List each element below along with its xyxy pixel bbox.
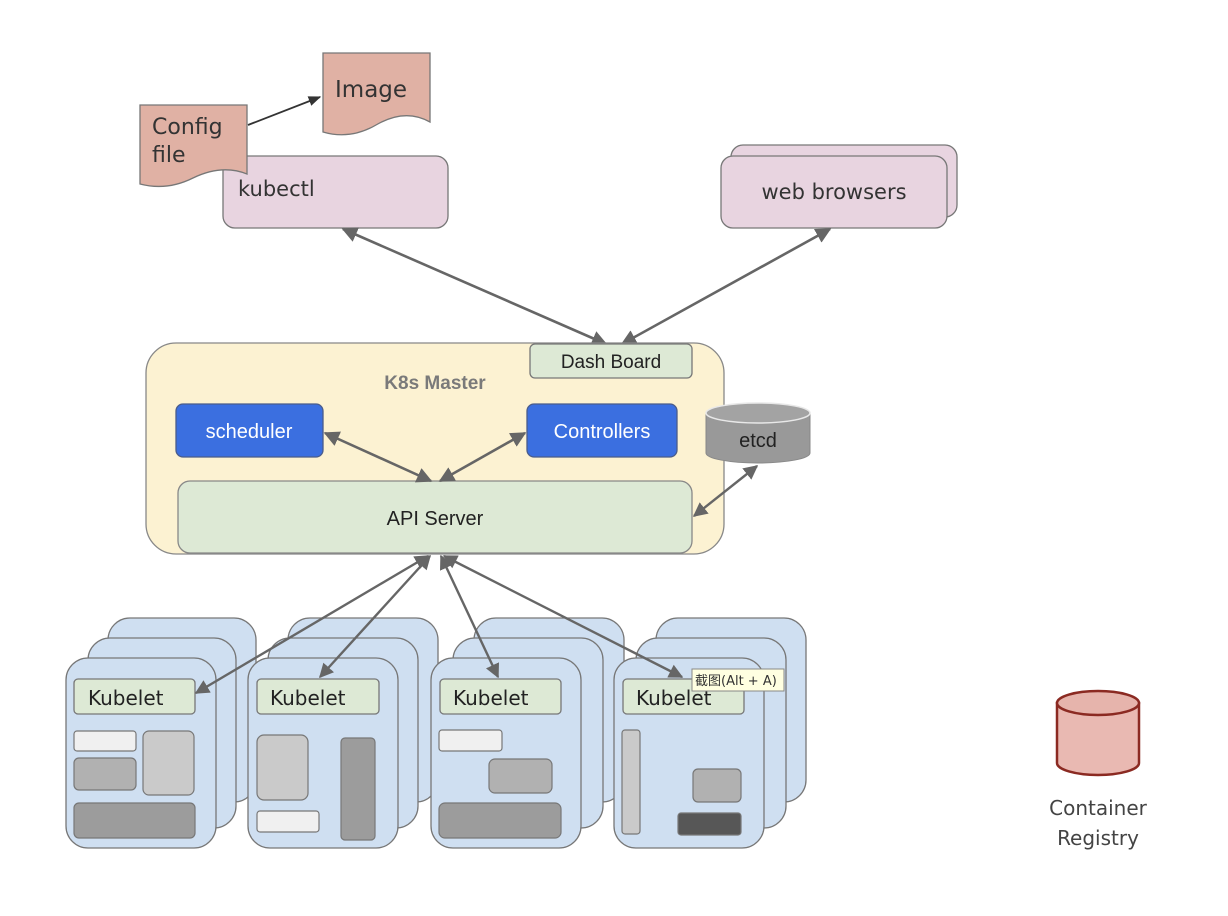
kubelet-box[interactable]: Kubelet bbox=[73, 678, 196, 715]
container-registry[interactable] bbox=[1055, 689, 1141, 777]
scheduler-label: scheduler bbox=[206, 421, 293, 443]
config-label-line1: Config bbox=[152, 115, 223, 140]
pod-block bbox=[73, 757, 137, 791]
controllers-api-arrow bbox=[438, 431, 527, 483]
config-file-document: Config file bbox=[139, 104, 248, 188]
pod-block bbox=[340, 737, 376, 841]
pod-block bbox=[621, 729, 641, 835]
tooltip-text: 截图(Alt + A) bbox=[695, 674, 777, 689]
kubelet-label: Kubelet bbox=[270, 686, 346, 710]
pod-block bbox=[438, 802, 562, 839]
pod-block bbox=[438, 729, 503, 752]
etcd-api-arrow bbox=[692, 465, 759, 517]
kubectl-box[interactable]: kubectl bbox=[222, 155, 449, 229]
scheduler-api-arrow bbox=[323, 431, 433, 483]
api-server-box[interactable]: API Server bbox=[177, 480, 693, 554]
dashboard-label: Dash Board bbox=[561, 352, 661, 373]
pod-block bbox=[677, 812, 742, 836]
browsers-dashboard-arrow bbox=[620, 227, 832, 346]
kubectl-dashboard-arrow bbox=[341, 227, 608, 346]
pod-block bbox=[488, 758, 553, 794]
api-server-label: API Server bbox=[387, 508, 484, 530]
kubelet-box[interactable]: Kubelet bbox=[256, 678, 380, 715]
kubelet-label: Kubelet bbox=[88, 686, 164, 710]
web-browsers-box[interactable]: web browsers bbox=[720, 144, 958, 229]
config-to-image-arrow bbox=[247, 96, 322, 126]
image-document: Image bbox=[322, 52, 431, 136]
etcd-label: etcd bbox=[739, 430, 777, 452]
pod-block bbox=[256, 810, 320, 833]
web-browsers-label: web browsers bbox=[761, 180, 906, 204]
kubelet-label: Kubelet bbox=[453, 686, 529, 710]
screenshot-tooltip: 截图(Alt + A) bbox=[691, 668, 785, 692]
api-kubelet-arrow bbox=[319, 554, 431, 679]
pod-block bbox=[256, 734, 309, 801]
master-title: K8s Master bbox=[384, 373, 486, 394]
registry-label-line1: Container bbox=[1049, 796, 1148, 820]
pod-block bbox=[73, 730, 137, 752]
controllers-label: Controllers bbox=[554, 421, 651, 443]
pod-block bbox=[73, 802, 196, 839]
image-label: Image bbox=[335, 77, 407, 103]
worker-node[interactable]: Kubelet bbox=[430, 617, 625, 849]
scheduler-box[interactable]: scheduler bbox=[175, 403, 324, 458]
controllers-box[interactable]: Controllers bbox=[526, 403, 678, 458]
dashboard-box[interactable]: Dash Board bbox=[529, 343, 693, 379]
worker-node[interactable]: Kubelet bbox=[65, 617, 257, 849]
pod-block bbox=[692, 768, 742, 803]
worker-node[interactable]: Kubelet bbox=[613, 617, 807, 849]
config-label-line2: file bbox=[152, 143, 186, 168]
api-kubelet-arrow bbox=[442, 554, 684, 679]
kubelet-box[interactable]: Kubelet bbox=[439, 678, 562, 715]
kubectl-label: kubectl bbox=[238, 177, 315, 201]
pod-block bbox=[142, 730, 195, 796]
etcd-database[interactable]: etcd bbox=[705, 402, 811, 464]
registry-label-line2: Registry bbox=[1057, 826, 1139, 850]
worker-node[interactable]: Kubelet bbox=[247, 617, 439, 849]
